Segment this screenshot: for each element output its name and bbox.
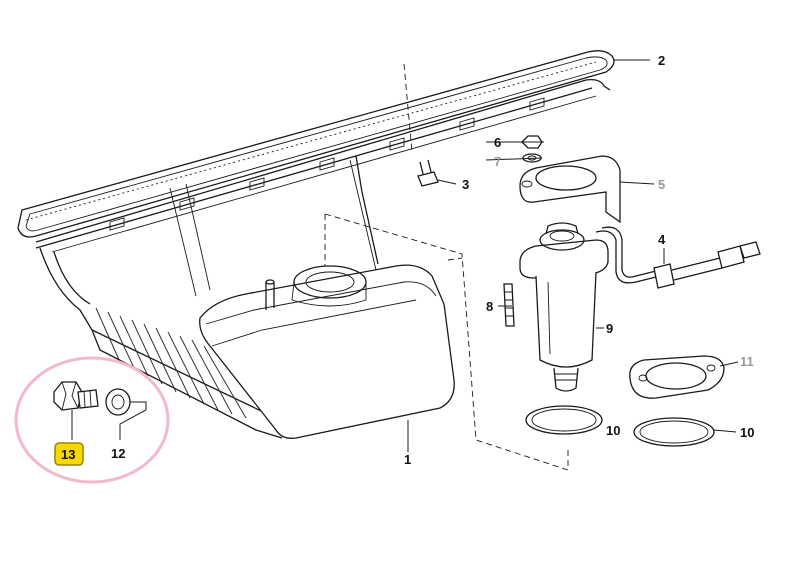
bracket-5[interactable] [519, 155, 621, 224]
bolt-3[interactable] [417, 159, 439, 187]
callout-7[interactable]: 7 [494, 154, 501, 169]
svg-text:1: 1 [404, 452, 411, 467]
callout-2[interactable]: 2 [658, 53, 665, 68]
callout-10a[interactable]: 10 [606, 423, 620, 438]
stud-8[interactable] [503, 283, 515, 327]
svg-text:6: 6 [494, 135, 501, 150]
svg-text:10: 10 [606, 423, 620, 438]
seal-ring-10a[interactable] [525, 405, 603, 435]
drain-plug-13[interactable] [53, 381, 99, 411]
svg-text:2: 2 [658, 53, 665, 68]
callout-4[interactable]: 4 [658, 232, 666, 247]
svg-text:10: 10 [740, 425, 754, 440]
focus-ring [14, 356, 170, 484]
svg-text:8: 8 [486, 299, 493, 314]
oil-level-sensor[interactable] [519, 222, 661, 392]
callout-3[interactable]: 3 [462, 177, 469, 192]
cable-connector-4[interactable] [653, 241, 761, 289]
flange-plate-11[interactable] [629, 355, 725, 399]
svg-text:5: 5 [658, 177, 665, 192]
svg-text:3: 3 [462, 177, 469, 192]
callout-1[interactable]: 1 [404, 452, 411, 467]
oil-pan[interactable] [35, 63, 611, 471]
svg-text:7: 7 [494, 154, 501, 169]
callout-13-highlighted[interactable]: 13 [54, 442, 84, 466]
seal-ring-10b[interactable] [633, 417, 715, 447]
highlight-badge [54, 442, 84, 466]
callout-10b[interactable]: 10 [740, 425, 754, 440]
callout-11[interactable]: 11 [740, 354, 754, 369]
oil-pan-gasket[interactable] [17, 50, 615, 238]
callout-12[interactable]: 12 [111, 446, 125, 461]
svg-text:4: 4 [658, 232, 666, 247]
svg-text:11: 11 [740, 354, 754, 369]
svg-text:12: 12 [111, 446, 125, 461]
svg-text:13: 13 [61, 447, 75, 462]
callout-5[interactable]: 5 [658, 177, 665, 192]
callout-6[interactable]: 6 [494, 135, 501, 150]
svg-text:9: 9 [606, 321, 613, 336]
callout-9[interactable]: 9 [606, 321, 613, 336]
callout-8[interactable]: 8 [486, 299, 493, 314]
washer-12[interactable] [105, 388, 131, 416]
leader-lines [71, 59, 739, 452]
